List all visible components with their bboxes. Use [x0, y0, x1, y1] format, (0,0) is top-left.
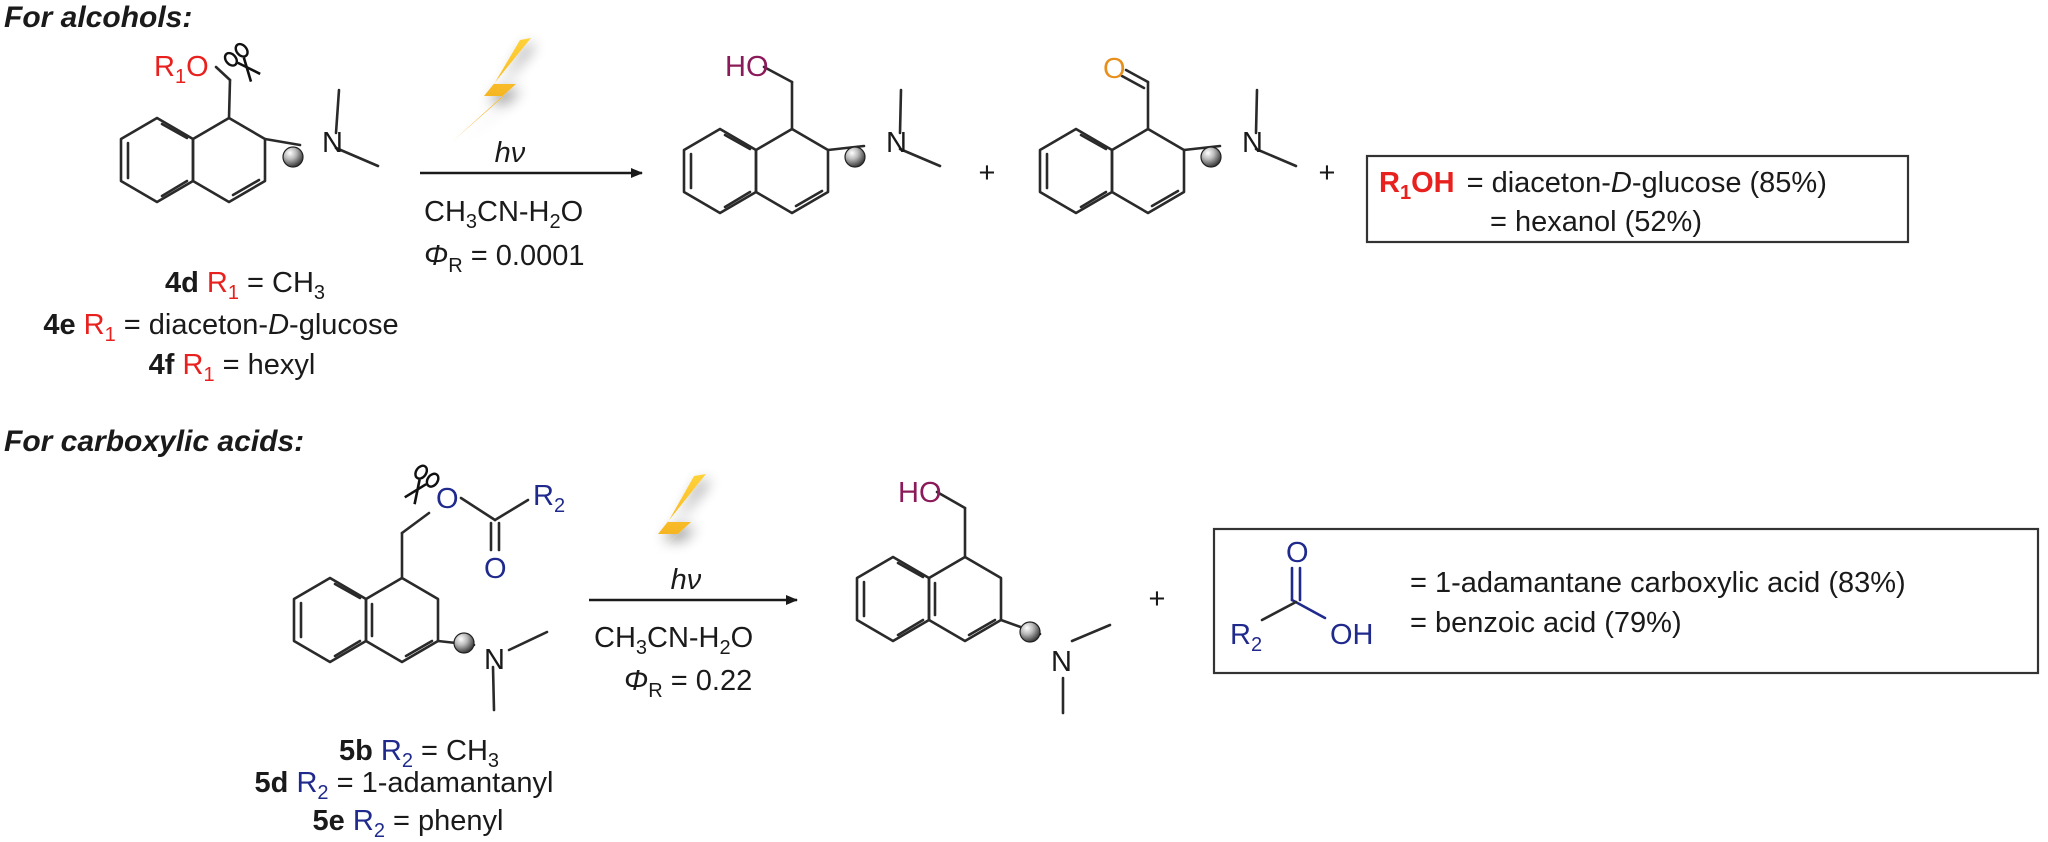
acids-heading: For carboxylic acids:	[4, 425, 304, 458]
scissors-icon	[223, 42, 261, 83]
amine-n-label: N	[322, 127, 343, 159]
hydroxyl-label: HO	[725, 51, 769, 83]
box-oh-label: OH	[1330, 619, 1374, 651]
box-r2-label: R	[1230, 619, 1251, 651]
yield-line-glucose: = diaceton-	[1467, 167, 1611, 199]
reactant-naphthalene-ether: R1O N	[119, 42, 380, 204]
radical-dot-icon	[1200, 146, 1222, 168]
compound-4e-label: 4e R1 = diaceton-D-glucose	[43, 309, 398, 346]
yield-line-benzoic: = benzoic acid (79%)	[1410, 607, 1682, 639]
svg-text:R1OH= diaceton-D-glucose (85%): R1OH= diaceton-D-glucose (85%)	[1379, 167, 1827, 204]
compound-5b-label: 5b R2 = CH3	[339, 735, 499, 772]
scissors-icon	[404, 464, 440, 505]
carbonyl-o-label: O	[484, 553, 507, 585]
amine-n-label: N	[484, 644, 505, 676]
yield-line-hexanol: = hexanol (52%)	[1490, 206, 1702, 238]
ester-o-label: O	[436, 483, 459, 515]
hydroxyl-label: HO	[898, 477, 942, 509]
light-label: hν	[495, 137, 526, 169]
radical-dot-icon	[282, 146, 304, 168]
light-label: hν	[671, 564, 702, 596]
compound-4f-label: 4f R1 = hexyl	[149, 349, 316, 386]
lightning-bolt-icon	[453, 38, 531, 141]
box-carbonyl-o-label: O	[1286, 537, 1309, 569]
radical-dot-icon	[453, 632, 475, 654]
reaction-conditions-acids: hν CH3CN-H2O ΦR = 0.22	[589, 474, 798, 702]
alcohol-yield-box: R1OH= diaceton-D-glucose (85%) = hexanol…	[1365, 154, 1910, 244]
compound-5d-label: 5d R2 = 1-adamantanyl	[255, 767, 554, 804]
quantum-yield-label: ΦR = 0.0001	[424, 240, 584, 277]
reactant-naphthylmethyl-ester: O O R2 N	[292, 464, 565, 712]
r2-label: R	[533, 480, 554, 512]
r1-label: R	[154, 51, 175, 83]
svg-text:R2: R2	[533, 480, 565, 517]
r1oh-label: R	[1379, 167, 1400, 199]
plus-sign: +	[1149, 583, 1166, 615]
compound-5e-label: 5e R2 = phenyl	[313, 805, 504, 842]
amine-n-label: N	[1051, 646, 1072, 678]
solvent-label: CH3CN-H2O	[424, 196, 583, 233]
amine-n-label: N	[1242, 127, 1263, 159]
svg-text:R2: R2	[1230, 619, 1262, 656]
svg-text:R1O: R1O	[154, 51, 209, 88]
reaction-conditions-alcohols: hν CH3CN-H2O ΦR = 0.0001	[420, 38, 643, 277]
yield-line-adamantane: = 1-adamantane carboxylic acid (83%)	[1410, 567, 1906, 599]
aldehyde-o-label: O	[1103, 53, 1126, 85]
radical-dot-icon	[1019, 621, 1041, 643]
acid-yield-box: O R2 OH = 1-adamantane carboxylic acid (…	[1212, 527, 2040, 675]
product-aminonaphthylmethanol: HO N	[855, 477, 1112, 715]
alcohol-compound-labels: 4d R1 = CH3 4e R1 = diaceton-D-glucose 4…	[43, 267, 398, 386]
plus-sign: +	[979, 157, 996, 189]
solvent-label: CH3CN-H2O	[594, 622, 753, 659]
acid-compound-labels: 5b R2 = CH3 5d R2 = 1-adamantanyl 5e R2 …	[255, 735, 554, 842]
product-naphthylmethanol: HO N	[682, 51, 942, 215]
quantum-yield-label: ΦR = 0.22	[624, 665, 752, 702]
compound-4d-label: 4d R1 = CH3	[165, 267, 325, 304]
amine-n-label: N	[886, 127, 907, 159]
product-naphthaldehyde: O N	[1038, 53, 1298, 215]
radical-dot-icon	[844, 146, 866, 168]
plus-sign: +	[1319, 157, 1336, 189]
lightning-bolt-icon	[628, 474, 706, 580]
alcohols-heading: For alcohols:	[4, 1, 192, 34]
